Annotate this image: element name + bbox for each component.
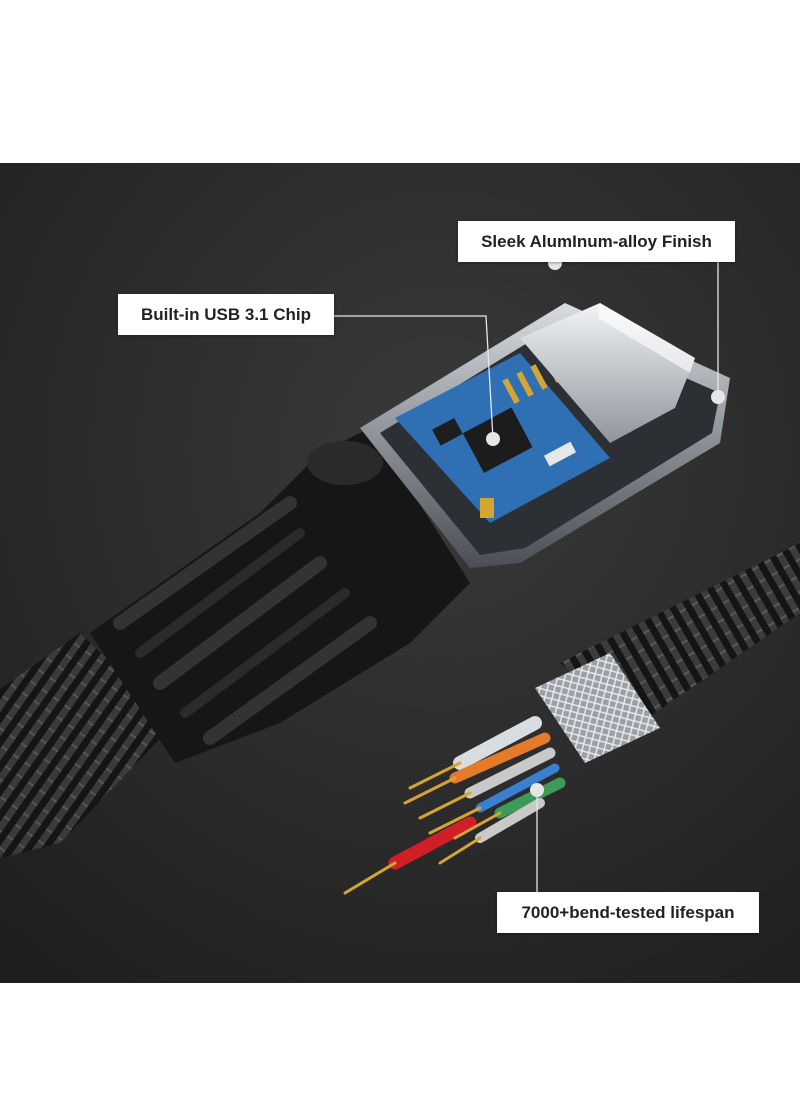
exposed-wires-icon [343,716,566,895]
bend-lifespan-callout: 7000+bend-tested lifespan [497,892,759,933]
usb-c-connector-icon [520,303,695,443]
strain-relief [90,428,470,763]
aluminum-finish-callout: Sleek AlumInum-alloy Finish [458,221,735,262]
cable-illustration [0,163,800,983]
callout-leader-lines [334,262,719,892]
braided-cable-right [535,543,800,763]
product-photo [0,163,800,983]
usb-chip-callout: Built-in USB 3.1 Chip [118,294,334,335]
